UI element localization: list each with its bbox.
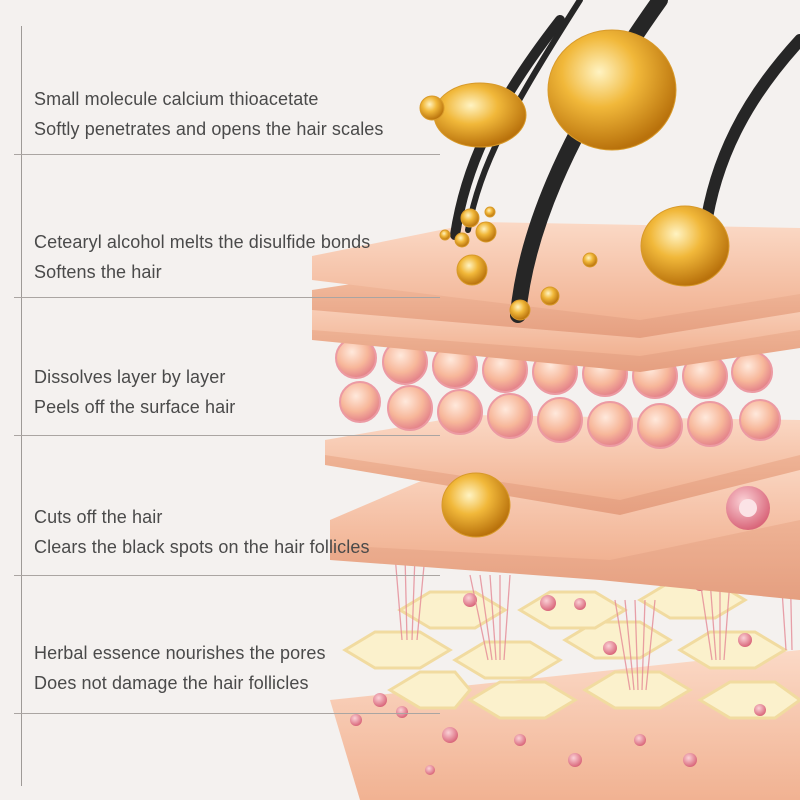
caption-3-line-1: Dissolves layer by layer xyxy=(34,367,226,387)
caption-2-line-2: Softens the hair xyxy=(34,262,162,282)
caption-1-line-1: Small molecule calcium thioacetate xyxy=(34,89,319,109)
separator-4 xyxy=(14,575,440,576)
caption-5-line-1: Herbal essence nourishes the pores xyxy=(34,643,326,663)
caption-5: Herbal essence nourishes the pores Does … xyxy=(34,638,454,698)
caption-1-line-2: Softly penetrates and opens the hair sca… xyxy=(34,119,384,139)
caption-4-line-2: Clears the black spots on the hair folli… xyxy=(34,537,370,557)
follicle-bulb xyxy=(726,486,770,530)
oil-drops xyxy=(419,29,730,538)
caption-2: Cetearyl alcohol melts the disulfide bon… xyxy=(34,227,454,287)
caption-4: Cuts off the hair Clears the black spots… xyxy=(34,502,454,562)
separator-3 xyxy=(14,435,440,436)
caption-3: Dissolves layer by layer Peels off the s… xyxy=(34,362,454,422)
caption-3-line-2: Peels off the surface hair xyxy=(34,397,236,417)
separator-1 xyxy=(14,154,440,155)
separator-2 xyxy=(14,297,440,298)
separator-5 xyxy=(14,713,440,714)
caption-1: Small molecule calcium thioacetate Softl… xyxy=(34,84,454,144)
middle-layer xyxy=(325,415,800,515)
pink-particles xyxy=(350,570,766,775)
capillaries xyxy=(394,554,793,691)
vertical-rule xyxy=(21,26,22,786)
caption-2-line-1: Cetearyl alcohol melts the disulfide bon… xyxy=(34,232,371,252)
caption-5-line-2: Does not damage the hair follicles xyxy=(34,673,309,693)
caption-4-line-1: Cuts off the hair xyxy=(34,507,163,527)
